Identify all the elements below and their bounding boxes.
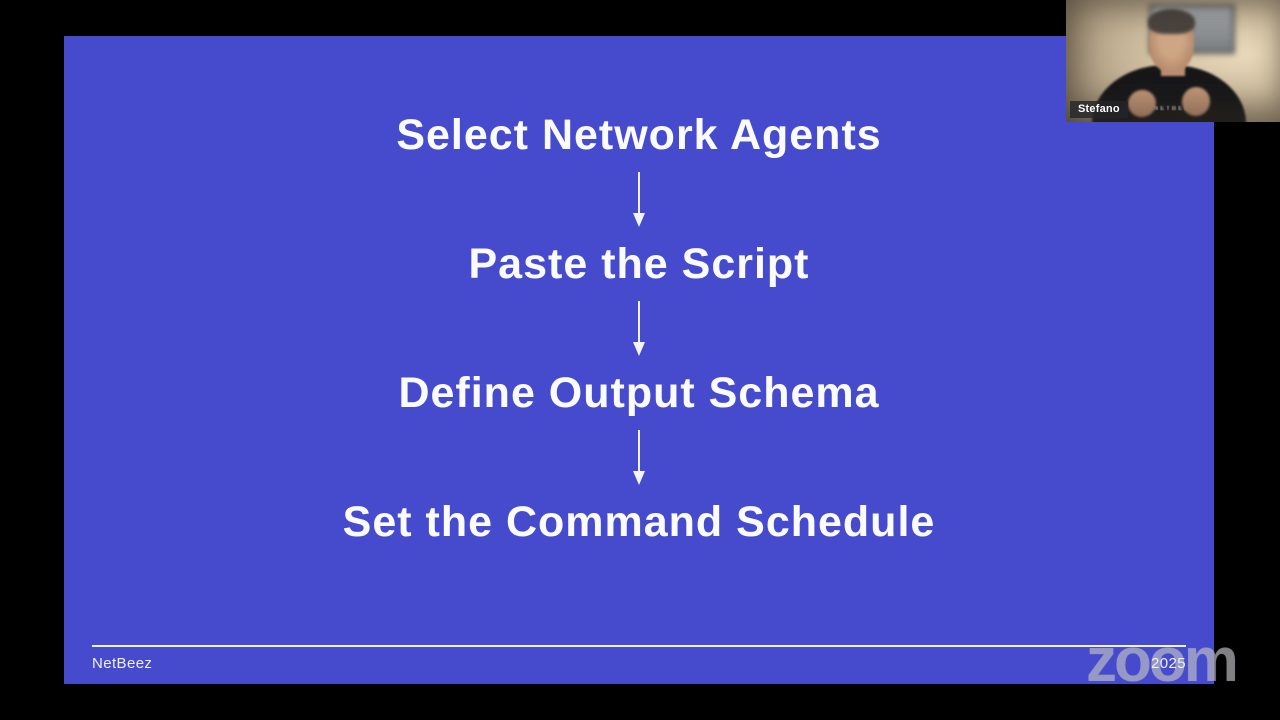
flow-step-3: Define Output Schema <box>398 369 880 417</box>
footer-divider <box>92 645 1186 647</box>
shirt-logo-text: NETBEEZ <box>1153 106 1196 113</box>
slide-footer: NetBeez 2025 <box>92 645 1186 672</box>
webcam-video-tile: NETBEEZ Stefano <box>1066 0 1280 122</box>
footer-year: 2025 <box>1151 655 1186 672</box>
flow-step-4: Set the Command Schedule <box>342 498 936 546</box>
flow-arrow-3 <box>630 418 648 497</box>
participant-name-tag: Stefano <box>1070 101 1128 118</box>
down-arrow-icon <box>633 429 645 485</box>
footer-company: NetBeez <box>92 655 153 672</box>
down-arrow-icon <box>633 300 645 356</box>
presentation-slide: Select Network Agents Paste the Script D… <box>64 36 1214 684</box>
flow-step-1: Select Network Agents <box>396 111 882 159</box>
speaker-hair <box>1148 8 1196 35</box>
down-arrow-icon <box>633 171 645 227</box>
zoom-watermark-logo: zoom <box>1086 626 1239 695</box>
flow-arrow-2 <box>630 289 648 368</box>
flow-diagram: Select Network Agents Paste the Script D… <box>64 36 1214 547</box>
flow-step-2: Paste the Script <box>468 240 810 288</box>
flow-arrow-1 <box>630 160 648 239</box>
